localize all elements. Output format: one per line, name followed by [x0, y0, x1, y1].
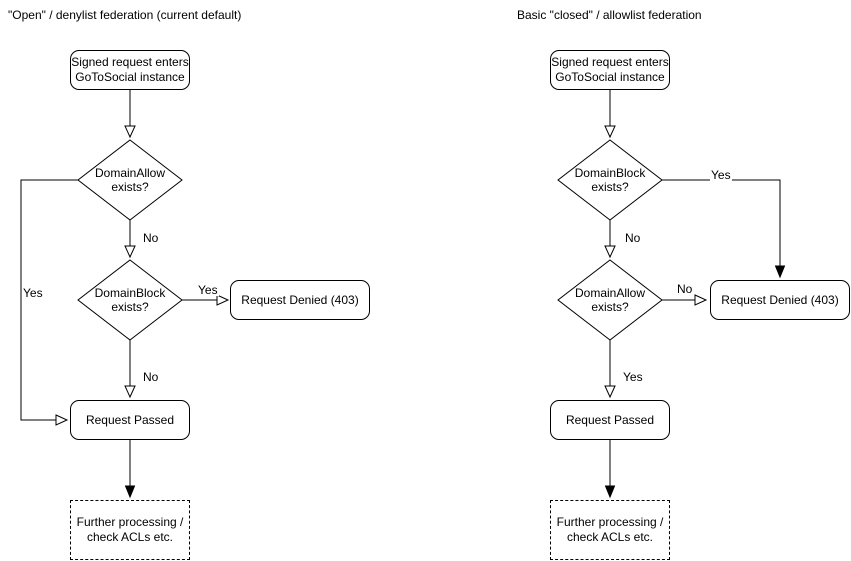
- left-edge-label-decision1-yes: Yes: [22, 286, 44, 300]
- right-edge-label-decision1-no: No: [624, 231, 642, 245]
- left-edge-label-decision2-yes: Yes: [197, 283, 219, 297]
- right-passed-node: Request Passed: [550, 400, 670, 440]
- left-flowchart-title: "Open" / denylist federation (current de…: [8, 8, 242, 22]
- left-connector-decision1-yes-to-passed: [20, 179, 78, 426]
- right-start-node: Signed request enters GoToSocial instanc…: [550, 50, 670, 90]
- right-edge-label-decision2-no: No: [676, 282, 694, 296]
- right-flowchart-title: Basic "closed" / allowlist federation: [517, 8, 702, 22]
- left-edge-label-decision1-no: No: [142, 231, 160, 245]
- right-edge-label-decision2-yes: Yes: [622, 370, 644, 384]
- left-passed-node: Request Passed: [70, 400, 190, 440]
- right-connector-decision1-yes-to-denied: [662, 179, 786, 279]
- left-denied-node: Request Denied (403): [230, 280, 370, 320]
- left-decision2-diamond: [77, 259, 183, 341]
- left-further-processing-node: Further processing / check ACLs etc.: [70, 500, 190, 560]
- right-denied-node: Request Denied (403): [710, 280, 850, 320]
- left-edge-label-decision2-no: No: [142, 370, 160, 384]
- left-decision2-label: DomainBlock exists?: [94, 286, 166, 314]
- right-further-processing-node: Further processing / check ACLs etc.: [550, 500, 670, 560]
- left-decision1-diamond: [77, 139, 183, 221]
- right-edge-label-decision1-yes: Yes: [710, 168, 732, 182]
- left-start-node: Signed request enters GoToSocial instanc…: [70, 50, 190, 90]
- left-decision1-label: DomainAllow exists?: [94, 166, 166, 194]
- right-decision1-label: DomainBlock exists?: [574, 166, 646, 194]
- right-decision1-diamond: [557, 139, 663, 221]
- right-decision2-diamond: [557, 259, 663, 341]
- right-decision2-label: DomainAllow exists?: [574, 286, 646, 314]
